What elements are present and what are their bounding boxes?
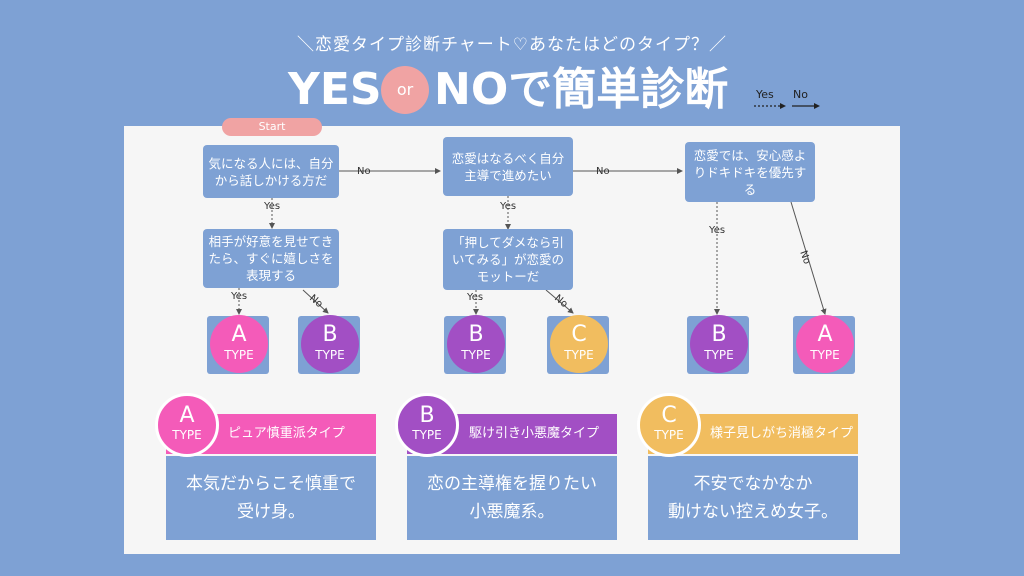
- result-letter: A: [231, 322, 247, 347]
- result-box-a: A TYPE: [793, 315, 855, 374]
- result-letter: B: [711, 322, 727, 347]
- card-desc-line: 不安でなかなか: [693, 474, 813, 494]
- card-desc-line: 動けない控えめ女子。: [668, 502, 838, 522]
- card-letter: A: [179, 403, 195, 428]
- arrow-label-yes: Yes: [231, 291, 248, 302]
- result-letter: B: [322, 322, 338, 347]
- question-box-1: 気になる人には、自分から話しかける方だ: [203, 145, 339, 198]
- result-letter: A: [817, 322, 833, 347]
- legend-arrows: [754, 103, 820, 109]
- card-type: TYPE: [412, 428, 442, 442]
- result-box-c: C TYPE: [547, 315, 609, 374]
- title-or-circle: or: [381, 66, 429, 114]
- card-desc-line: 受け身。: [237, 502, 305, 522]
- result-circle-c: C TYPE: [550, 315, 608, 373]
- result-box-b: B TYPE: [687, 315, 749, 374]
- result-type: TYPE: [315, 348, 345, 362]
- arrow-label-yes: Yes: [709, 225, 726, 236]
- result-circle-b: B TYPE: [690, 315, 748, 373]
- result-type: TYPE: [810, 348, 840, 362]
- chart-subtitle: ＼恋愛タイプ診断チャート♡あなたはどのタイプ？／: [296, 35, 728, 55]
- arrow-label-no: No: [357, 166, 371, 177]
- result-letter: B: [468, 322, 484, 347]
- title-yes: YES: [288, 64, 382, 115]
- question-box-3: 恋愛はなるべく自分主導で進めたい: [443, 137, 573, 196]
- card-c-badge: C TYPE: [637, 393, 701, 457]
- arrow-label-yes: Yes: [467, 292, 484, 303]
- legend-yes-label: Yes: [756, 88, 774, 101]
- result-circle-b: B TYPE: [447, 315, 505, 373]
- result-box-b: B TYPE: [298, 315, 360, 374]
- card-a-badge: A TYPE: [155, 393, 219, 457]
- card-type: TYPE: [654, 428, 684, 442]
- card-b-description: 恋の主導権を握りたい小悪魔系。: [407, 456, 617, 540]
- arrow-label-no: No: [596, 166, 610, 177]
- result-type: TYPE: [564, 348, 594, 362]
- result-circle-a: A TYPE: [210, 315, 268, 373]
- result-box-b: B TYPE: [444, 315, 506, 374]
- question-box-4: 「押してダメなら引いてみる」が恋愛のモットーだ: [443, 229, 573, 290]
- result-box-a: A TYPE: [207, 315, 269, 374]
- title-rest: NOで簡単診断: [434, 64, 729, 115]
- question-box-5: 恋愛では、安心感よりドキドキを優先する: [685, 142, 815, 202]
- result-type: TYPE: [704, 348, 734, 362]
- legend-no-label: No: [793, 88, 808, 101]
- start-label: Start: [222, 118, 322, 136]
- card-desc-line: 本気だからこそ慎重で: [186, 474, 356, 494]
- card-letter: B: [419, 403, 435, 428]
- card-b-badge: B TYPE: [395, 393, 459, 457]
- question-box-2: 相手が好意を見せてきたら、すぐに嬉しさを表現する: [203, 229, 339, 288]
- card-a-description: 本気だからこそ慎重で受け身。: [166, 456, 376, 540]
- card-letter: C: [661, 403, 677, 428]
- result-type: TYPE: [461, 348, 491, 362]
- arrow-label-yes: Yes: [264, 201, 281, 212]
- card-c-description: 不安でなかなか動けない控えめ女子。: [648, 456, 858, 540]
- card-desc-line: 恋の主導権を握りたい: [427, 474, 597, 494]
- result-circle-b: B TYPE: [301, 315, 359, 373]
- result-type: TYPE: [224, 348, 254, 362]
- arrow-label-yes: Yes: [500, 201, 517, 212]
- card-type: TYPE: [172, 428, 202, 442]
- card-desc-line: 小悪魔系。: [469, 502, 555, 522]
- result-circle-a: A TYPE: [796, 315, 854, 373]
- result-letter: C: [571, 322, 587, 347]
